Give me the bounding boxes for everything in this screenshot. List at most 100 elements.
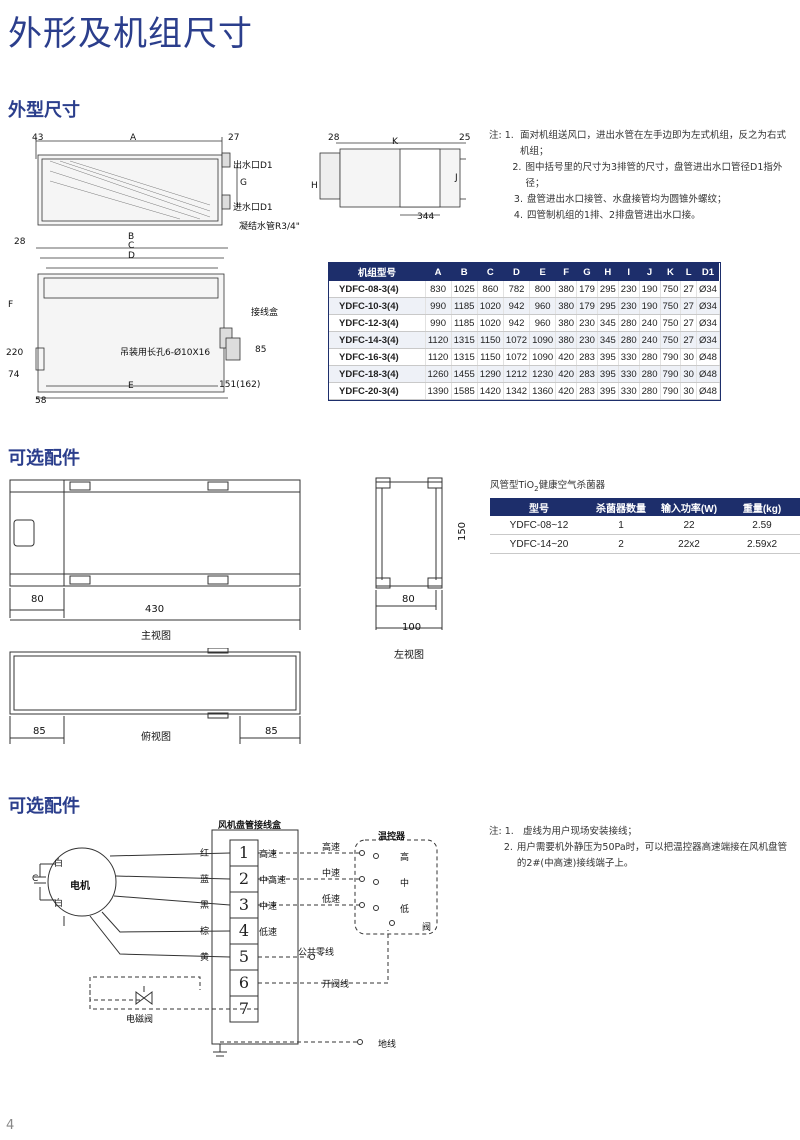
spec-cell: 1315 <box>451 331 478 349</box>
dim-80b: 80 <box>402 594 415 605</box>
spec-cell: 190 <box>639 297 661 315</box>
dim-E: E <box>128 381 134 391</box>
spec-cell: 1185 <box>451 297 478 315</box>
spec-cell: 280 <box>618 314 640 332</box>
spec-cell: 283 <box>576 365 598 383</box>
dim-150: 150 <box>457 521 469 542</box>
wire-red: 红 <box>200 849 210 859</box>
spec-cell: 280 <box>639 382 661 400</box>
spec-cell: 1230 <box>529 365 557 383</box>
spec-cell: Ø48 <box>696 382 720 400</box>
spec-cell: 1072 <box>503 331 531 349</box>
dim-43: 43 <box>32 133 44 143</box>
spec-cell: 1025 <box>451 281 478 298</box>
wiring-diagram <box>34 829 438 1057</box>
spec-header-cell: 机组型号 <box>329 263 425 281</box>
spec-cell: 230 <box>618 281 640 298</box>
spec-cell: 1360 <box>529 382 557 400</box>
spec-cell: 750 <box>660 281 682 298</box>
spec-cell: 1455 <box>451 365 478 383</box>
spec-cell: 395 <box>597 365 619 383</box>
spec-cell: 280 <box>618 331 640 349</box>
label-inlet: 进水口D1 <box>233 203 273 213</box>
spec-cell: 27 <box>680 297 697 315</box>
dim-H: H <box>311 181 318 191</box>
wire-black: 黑 <box>200 901 210 911</box>
spec-cell: Ø34 <box>696 314 720 332</box>
spec-cell: 750 <box>660 314 682 332</box>
spec-cell: 1342 <box>503 382 531 400</box>
spec-header-cell: J <box>639 263 660 281</box>
spec-cell: 179 <box>576 281 598 298</box>
plan-view-drawing <box>35 247 241 399</box>
spec-header-cell: G <box>576 263 598 281</box>
spec-cell: 942 <box>503 297 531 315</box>
label-left-view: 左视图 <box>394 650 424 661</box>
spec-cell: YDFC-16-3(4) <box>329 348 426 366</box>
dim-A: A <box>130 133 137 143</box>
section-title-accessory-1: 可选配件 <box>8 448 80 469</box>
spec-cell: YDFC-14-3(4) <box>329 331 426 349</box>
spec-cell: 420 <box>555 348 578 366</box>
spec-cell: 380 <box>555 297 578 315</box>
dashed-mid: 中速 <box>322 869 341 879</box>
spec-cell: 345 <box>597 314 619 332</box>
dim-27: 27 <box>228 133 240 143</box>
spec-cell: 240 <box>639 314 661 332</box>
ctrl-valve: 阀 <box>422 923 432 933</box>
spec-cell: YDFC-08-3(4) <box>329 281 426 298</box>
spec-cell: 750 <box>660 297 682 315</box>
spec-cell: YDFC-20-3(4) <box>329 382 426 400</box>
spec-cell: 790 <box>660 382 682 400</box>
spec-cell: 30 <box>680 382 697 400</box>
label-ground: 地线 <box>378 1040 397 1050</box>
speed-low: 低速 <box>259 928 278 938</box>
spec-cell: 790 <box>660 348 682 366</box>
spec-cell: Ø34 <box>696 281 720 298</box>
spec-cell: 30 <box>680 365 697 383</box>
label-junction: 接线盒 <box>251 308 279 318</box>
spec-cell: 942 <box>503 314 531 332</box>
sterilizer-title: 风管型TiO2健康空气杀菌器 <box>490 480 606 493</box>
spec-cell: 283 <box>576 382 598 400</box>
notes-dimensions: 注: 1.面对机组送风口，进出水管在左手边即为左式机组，反之为右式机组； 2.图… <box>489 130 787 221</box>
dim-28b: 28 <box>14 237 26 247</box>
accessory-left-view <box>375 477 443 630</box>
ctrl-mid: 中 <box>400 879 410 889</box>
ctrl-low: 低 <box>400 905 410 915</box>
spec-cell: 380 <box>555 331 578 349</box>
spec-cell: 1150 <box>477 348 504 366</box>
spec-cell: 1260 <box>425 365 452 383</box>
spec-cell: Ø34 <box>696 331 720 349</box>
side-view-drawing <box>319 142 466 216</box>
spec-cell: 1290 <box>477 365 504 383</box>
spec-header-cell: F <box>555 263 577 281</box>
notes-wiring: 注: 1.虚线为用户现场安装接线； 2.用户需要机外静压为50Pa时，可以把温控… <box>489 826 788 869</box>
label-controller: 温控器 <box>378 832 406 842</box>
spec-header-cell: C <box>477 263 504 281</box>
spec-cell: 1120 <box>425 348 452 366</box>
accessory-front-view <box>9 479 301 630</box>
spec-header-cell: E <box>529 263 556 281</box>
dashed-high: 高速 <box>322 843 341 853</box>
spec-cell: 790 <box>660 365 682 383</box>
spec-cell: 230 <box>576 331 598 349</box>
wire-yellow: 黄 <box>200 953 210 963</box>
dim-85a: 85 <box>33 726 46 737</box>
dim-C: C <box>128 241 135 251</box>
spec-cell: 27 <box>680 314 697 332</box>
label-outlet: 出水口D1 <box>233 161 273 171</box>
label-valve-line: 开阀线 <box>322 980 350 990</box>
spec-header-cell: D1 <box>696 263 720 281</box>
spec-header-cell: B <box>451 263 478 281</box>
spec-cell: 960 <box>529 297 557 315</box>
label-capacitor: C <box>32 874 39 884</box>
spec-cell: 1072 <box>503 348 531 366</box>
label-white-2: 白 <box>54 899 64 909</box>
